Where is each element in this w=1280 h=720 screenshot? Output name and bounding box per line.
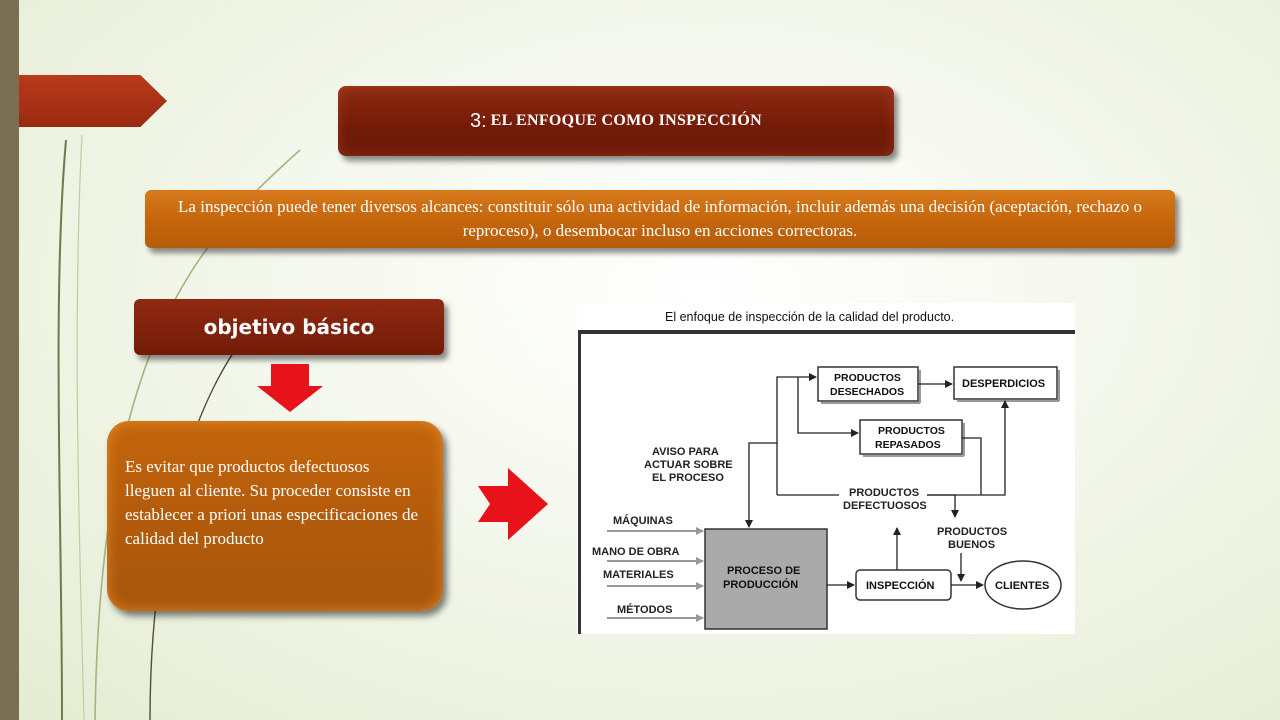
inspection-box: INSPECCIÓN xyxy=(855,569,952,601)
title-number: 3: xyxy=(469,109,487,132)
svg-text:PROCESO DE: PROCESO DE xyxy=(727,565,800,577)
svg-text:INSPECCIÓN: INSPECCIÓN xyxy=(866,579,935,592)
down-arrow-icon xyxy=(257,364,323,412)
svg-text:DEFECTUOSOS: DEFECTUOSOS xyxy=(843,500,927,512)
title-text: EL ENFOQUE COMO INSPECCIÓN xyxy=(490,112,763,129)
svg-text:AVISO PARA: AVISO PARA xyxy=(652,446,719,458)
svg-text:PRODUCTOS: PRODUCTOS xyxy=(937,526,1007,538)
svg-text:MÁQUINAS: MÁQUINAS xyxy=(613,514,673,527)
diagram-caption: El enfoque de inspección de la calidad d… xyxy=(665,310,954,324)
inspection-flow-diagram: El enfoque de inspección de la calidad d… xyxy=(577,303,1075,634)
svg-text:REPASADOS: REPASADOS xyxy=(875,439,941,451)
svg-text:CLIENTES: CLIENTES xyxy=(995,580,1049,592)
inputs: MÁQUINAS MANO DE OBRA MATERIALES MÉTODOS xyxy=(592,514,704,622)
reworked-box: PRODUCTOS REPASADOS xyxy=(859,419,965,457)
svg-text:DESPERDICIOS: DESPERDICIOS xyxy=(962,378,1045,390)
svg-text:MANO DE OBRA: MANO DE OBRA xyxy=(592,546,679,558)
frame-left xyxy=(578,330,581,634)
svg-text:PRODUCTOS: PRODUCTOS xyxy=(834,372,901,384)
svg-text:MÉTODOS: MÉTODOS xyxy=(617,603,672,616)
svg-text:BUENOS: BUENOS xyxy=(948,539,995,551)
aviso-label: AVISO PARA ACTUAR SOBRE EL PROCESO xyxy=(644,446,733,484)
objective-text-box: Es evitar que productos defectuosos lleg… xyxy=(107,421,443,611)
waste-box: DESPERDICIOS xyxy=(953,366,1060,402)
arrow-tab-decoration xyxy=(19,75,167,127)
svg-text:DESECHADOS: DESECHADOS xyxy=(830,386,904,398)
objective-label: objetivo básico xyxy=(134,299,444,355)
discarded-box: PRODUCTOS DESECHADOS xyxy=(817,366,921,404)
svg-text:PRODUCCIÓN: PRODUCCIÓN xyxy=(723,578,798,591)
description-box: La inspección puede tener diversos alcan… xyxy=(145,190,1175,248)
svg-text:EL PROCESO: EL PROCESO xyxy=(652,472,724,484)
svg-text:MATERIALES: MATERIALES xyxy=(603,569,674,581)
flow-arrows xyxy=(745,373,1009,589)
svg-text:ACTUAR SOBRE: ACTUAR SOBRE xyxy=(644,459,733,471)
clients-ellipse: CLIENTES xyxy=(984,560,1062,610)
caption-rule xyxy=(578,330,1075,334)
slide-title: 3: EL ENFOQUE COMO INSPECCIÓN xyxy=(338,86,894,156)
good-label: PRODUCTOS BUENOS xyxy=(937,526,1007,551)
right-arrow-icon xyxy=(478,468,548,540)
svg-text:PRODUCTOS: PRODUCTOS xyxy=(849,487,919,499)
left-accent-bar xyxy=(0,0,19,720)
defective-label: PRODUCTOS DEFECTUOSOS xyxy=(843,487,927,512)
svg-text:PRODUCTOS: PRODUCTOS xyxy=(878,425,945,437)
process-box: PROCESO DE PRODUCCIÓN xyxy=(704,528,828,630)
